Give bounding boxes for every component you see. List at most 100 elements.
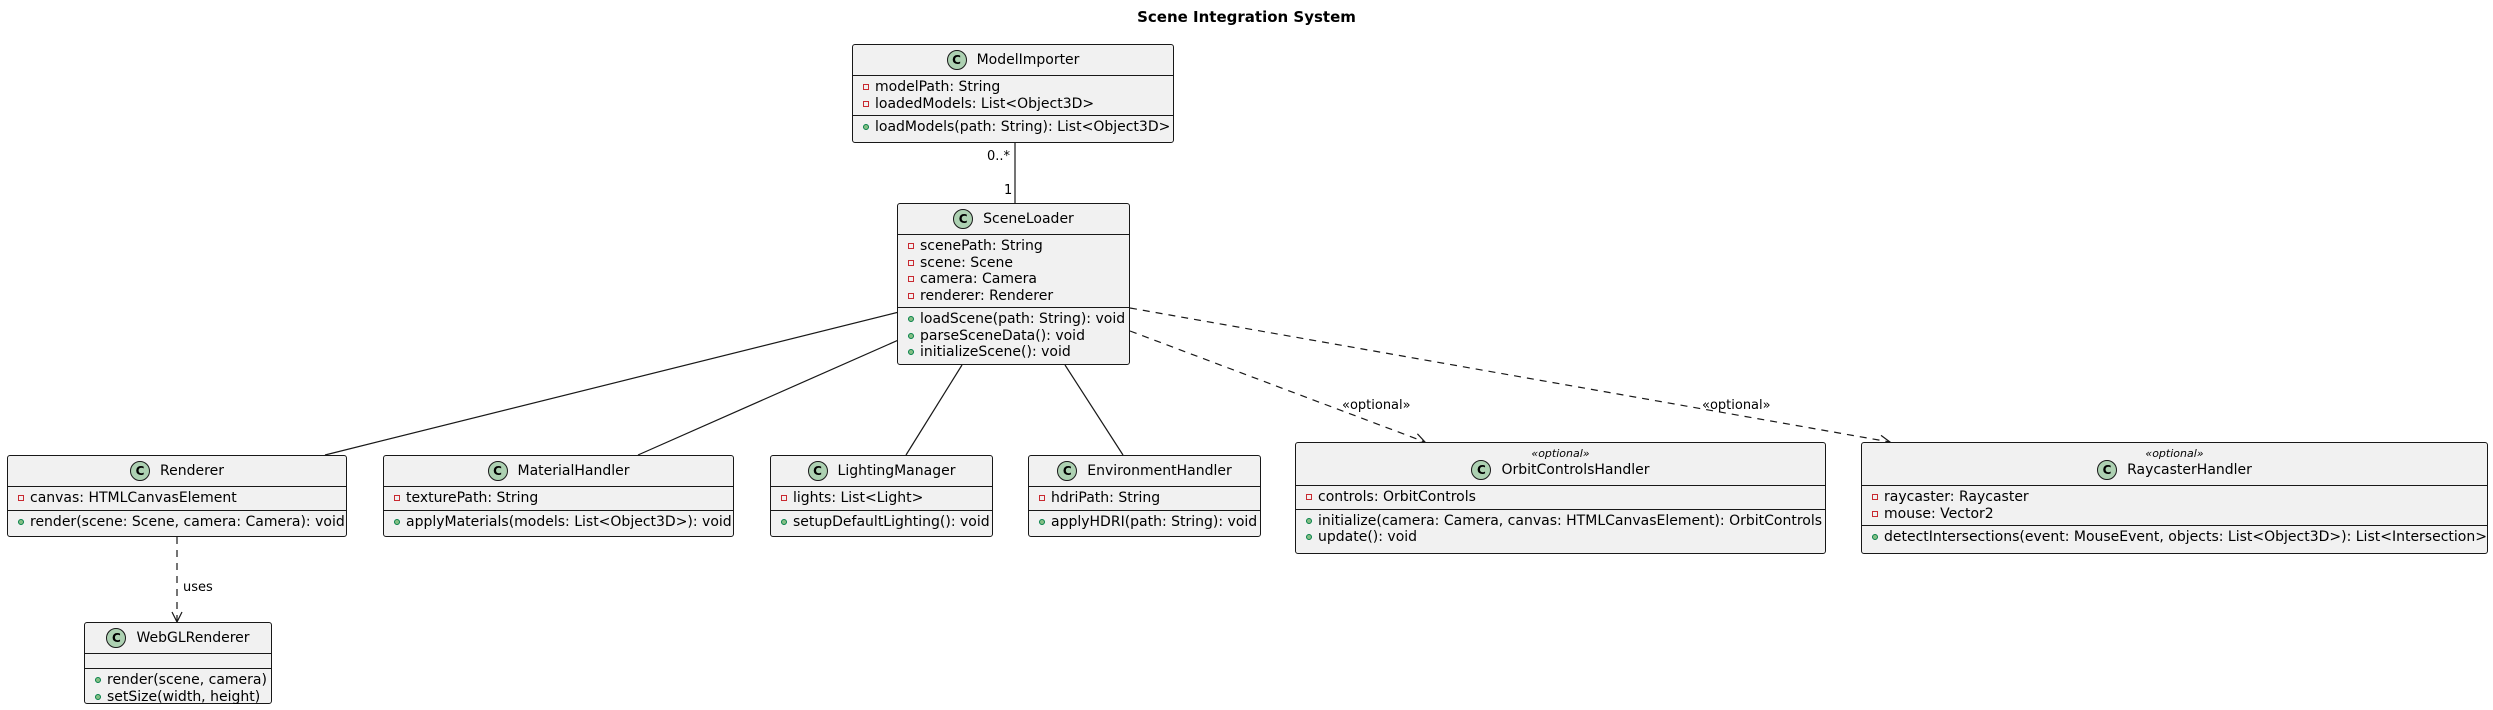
- attribute: texturePath: String: [394, 490, 733, 507]
- private-visibility-icon: [863, 100, 869, 107]
- attribute: loadedModels: List<Object3D>: [863, 96, 1173, 113]
- attribute: controls: OrbitControls: [1306, 489, 1825, 506]
- public-visibility-icon: [1306, 517, 1312, 524]
- private-visibility-icon: [908, 243, 914, 250]
- attribute: modelPath: String: [863, 79, 1173, 96]
- class-name: Renderer: [160, 463, 224, 479]
- class-lightingmanager[interactable]: C LightingManager lights: List<Light> se…: [770, 455, 993, 537]
- method: initialize(camera: Camera, canvas: HTMLC…: [1306, 513, 1825, 530]
- method: initializeScene(): void: [908, 344, 1129, 361]
- class-orbitcontrolshandler[interactable]: «optional» C OrbitControlsHandler contro…: [1295, 442, 1826, 554]
- class-name: SceneLoader: [983, 211, 1074, 227]
- method: loadScene(path: String): void: [908, 311, 1129, 328]
- class-icon: C: [953, 209, 974, 229]
- attributes-section: scenePath: String scene: Scene camera: C…: [898, 235, 1129, 308]
- attribute: lights: List<Light>: [781, 490, 992, 507]
- method: setupDefaultLighting(): void: [781, 514, 992, 531]
- stereotype-label: «optional»: [1531, 447, 1590, 460]
- attribute: mouse: Vector2: [1872, 506, 2487, 523]
- public-visibility-icon: [908, 332, 914, 339]
- methods-section: applyMaterials(models: List<Object3D>): …: [384, 511, 733, 534]
- method: update(): void: [1306, 529, 1825, 546]
- public-visibility-icon: [1872, 534, 1878, 541]
- private-visibility-icon: [908, 259, 914, 266]
- class-sceneloader[interactable]: C SceneLoader scenePath: String scene: S…: [897, 203, 1130, 365]
- methods-section: initialize(camera: Camera, canvas: HTMLC…: [1296, 510, 1825, 549]
- public-visibility-icon: [18, 518, 24, 525]
- methods-section: loadModels(path: String): List<Object3D>: [853, 116, 1173, 139]
- attributes-section: canvas: HTMLCanvasElement: [8, 487, 346, 511]
- attributes-section: lights: List<Light>: [771, 487, 992, 511]
- attributes-section: hdriPath: String: [1029, 487, 1260, 511]
- method: applyHDRI(path: String): void: [1039, 514, 1260, 531]
- class-raycasterhandler[interactable]: «optional» C RaycasterHandler raycaster:…: [1861, 442, 2488, 554]
- class-name: RaycasterHandler: [2127, 462, 2252, 478]
- attribute: raycaster: Raycaster: [1872, 489, 2487, 506]
- public-visibility-icon: [863, 124, 869, 131]
- methods-section: render(scene: Scene, camera: Camera): vo…: [8, 511, 346, 534]
- class-icon: C: [2097, 460, 2118, 480]
- private-visibility-icon: [394, 495, 400, 502]
- optional-raycaster-label: «optional»: [1702, 398, 1771, 413]
- methods-section: loadScene(path: String): void parseScene…: [898, 308, 1129, 364]
- class-name: LightingManager: [837, 463, 956, 479]
- public-visibility-icon: [394, 518, 400, 525]
- diagram-title: Scene Integration System: [1137, 8, 1356, 26]
- methods-section: render(scene, camera) setSize(width, hei…: [85, 669, 271, 708]
- class-icon: C: [807, 461, 828, 481]
- edge-sceneloader-lightingmanager: [905, 353, 970, 456]
- public-visibility-icon: [95, 693, 101, 700]
- private-visibility-icon: [1039, 495, 1045, 502]
- public-visibility-icon: [95, 677, 101, 684]
- methods-section: setupDefaultLighting(): void: [771, 511, 992, 534]
- class-name: ModelImporter: [976, 52, 1080, 68]
- private-visibility-icon: [1306, 494, 1312, 501]
- private-visibility-icon: [908, 292, 914, 299]
- class-webglrenderer[interactable]: C WebGLRenderer render(scene, camera) se…: [84, 622, 272, 705]
- private-visibility-icon: [1872, 494, 1878, 501]
- attributes-section: texturePath: String: [384, 487, 733, 511]
- public-visibility-icon: [781, 518, 787, 525]
- class-name: OrbitControlsHandler: [1501, 462, 1650, 478]
- class-icon: C: [1471, 460, 1492, 480]
- attributes-section: raycaster: Raycaster mouse: Vector2: [1862, 486, 2487, 526]
- class-modelimporter[interactable]: C ModelImporter modelPath: String loaded…: [852, 44, 1174, 143]
- edge-sceneloader-renderer: [324, 305, 917, 456]
- edge-sceneloader-materialhandler: [637, 331, 916, 456]
- multiplicity-one-label: 1: [1004, 183, 1012, 198]
- class-icon: C: [1057, 461, 1078, 481]
- attribute: camera: Camera: [908, 271, 1129, 288]
- method: applyMaterials(models: List<Object3D>): …: [394, 514, 733, 531]
- method: detectIntersections(event: MouseEvent, o…: [1872, 529, 2487, 546]
- class-icon: C: [130, 461, 151, 481]
- class-icon: C: [487, 461, 508, 481]
- stereotype-label: «optional»: [2145, 447, 2204, 460]
- class-renderer[interactable]: C Renderer canvas: HTMLCanvasElement ren…: [7, 455, 347, 537]
- attributes-section: [85, 654, 271, 669]
- class-name: WebGLRenderer: [136, 630, 250, 646]
- attribute: renderer: Renderer: [908, 288, 1129, 305]
- edge-sceneloader-orbitcontrols: [1129, 330, 1425, 442]
- attribute: hdriPath: String: [1039, 490, 1260, 507]
- attribute: scenePath: String: [908, 238, 1129, 255]
- class-environmenthandler[interactable]: C EnvironmentHandler hdriPath: String ap…: [1028, 455, 1261, 537]
- class-name: EnvironmentHandler: [1087, 463, 1232, 479]
- methods-section: detectIntersections(event: MouseEvent, o…: [1862, 526, 2487, 549]
- attribute: scene: Scene: [908, 255, 1129, 272]
- method: parseSceneData(): void: [908, 328, 1129, 345]
- method: setSize(width, height): [95, 689, 271, 706]
- class-name: MaterialHandler: [517, 463, 630, 479]
- public-visibility-icon: [1039, 518, 1045, 525]
- class-icon: C: [946, 50, 967, 70]
- edge-sceneloader-environmenthandler: [1057, 353, 1124, 456]
- private-visibility-icon: [18, 495, 24, 502]
- public-visibility-icon: [1306, 534, 1312, 541]
- uses-label: uses: [183, 580, 213, 595]
- public-visibility-icon: [908, 316, 914, 323]
- class-materialhandler[interactable]: C MaterialHandler texturePath: String ap…: [383, 455, 734, 537]
- private-visibility-icon: [908, 276, 914, 283]
- method: render(scene: Scene, camera: Camera): vo…: [18, 514, 346, 531]
- private-visibility-icon: [863, 84, 869, 91]
- attributes-section: controls: OrbitControls: [1296, 486, 1825, 510]
